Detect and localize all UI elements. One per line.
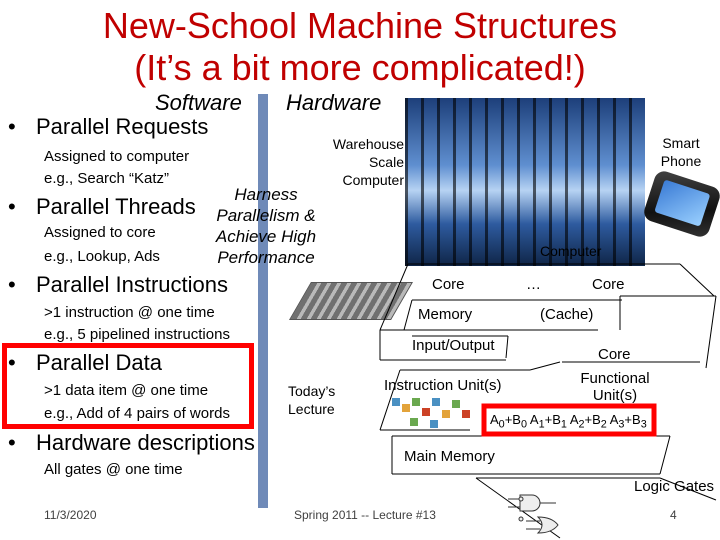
bullet-dot: • bbox=[8, 350, 16, 375]
todays-lecture-line: Lecture bbox=[288, 401, 335, 417]
warehouse-line: Computer bbox=[342, 172, 404, 188]
input-output-label: Input/Output bbox=[412, 337, 495, 354]
bullet-text: Parallel Instructions bbox=[36, 272, 228, 297]
computer-outline bbox=[679, 263, 715, 297]
bullet-sub: >1 data item @ one time bbox=[44, 382, 209, 399]
bullet-parallel-instructions: • Parallel Instructions bbox=[8, 272, 228, 298]
logic-gates-label: Logic Gates bbox=[634, 478, 715, 495]
harness-line: Achieve High bbox=[215, 227, 317, 246]
instruction-blocks bbox=[392, 398, 470, 428]
bullet-sub: e.g., Lookup, Ads bbox=[44, 248, 160, 265]
bullet-parallel-requests: • Parallel Requests bbox=[8, 114, 208, 140]
cache-label: (Cache) bbox=[540, 306, 594, 323]
bullet-text: Parallel Requests bbox=[36, 114, 209, 139]
harness-line: Harness bbox=[234, 185, 298, 204]
footer-date: 11/3/2020 bbox=[44, 508, 97, 522]
op-a2: A2+B2 bbox=[569, 412, 607, 431]
bullet-sub: Assigned to computer bbox=[44, 148, 190, 165]
footer-course: Spring 2011 -- Lecture #13 bbox=[294, 508, 436, 522]
bullet-parallel-threads: • Parallel Threads bbox=[8, 194, 196, 220]
computer-outline bbox=[379, 263, 409, 331]
slide-title-line2: (It’s a bit more complicated!) bbox=[134, 47, 586, 88]
smart-phone-label: Smart Phone bbox=[646, 134, 716, 170]
bullet-sub: e.g., Add of 4 pairs of words bbox=[44, 405, 230, 422]
highlight-box-parallel-data bbox=[2, 343, 254, 429]
functional-unit-label: Functional Unit(s) bbox=[570, 370, 660, 404]
smart-phone-line: Phone bbox=[660, 153, 702, 169]
bullet-text: Parallel Data bbox=[36, 350, 162, 375]
bullet-dot: • bbox=[8, 194, 16, 219]
todays-lecture-line: Today’s bbox=[288, 383, 336, 399]
core-label: Core bbox=[598, 346, 631, 363]
hardware-label: Hardware bbox=[286, 90, 382, 115]
memory-label: Memory bbox=[418, 306, 473, 323]
warehouse-scale-computer-label: Warehouse Scale Computer bbox=[318, 135, 404, 189]
op-a0: A0+B0 bbox=[490, 412, 527, 431]
ellipsis-label: … bbox=[526, 276, 541, 293]
bullet-hardware-descriptions: • Hardware descriptions bbox=[8, 430, 255, 456]
bullet-sub: >1 instruction @ one time bbox=[44, 304, 215, 321]
bullet-dot: • bbox=[8, 114, 16, 139]
footer-page-number: 4 bbox=[670, 508, 677, 522]
instruction-outline bbox=[379, 369, 401, 431]
instruction-unit-label: Instruction Unit(s) bbox=[384, 377, 502, 394]
bullet-dot: • bbox=[8, 430, 16, 455]
computer-parallelogram bbox=[440, 262, 668, 296]
instruction-outline bbox=[529, 361, 561, 371]
op-a3: A3+B3 bbox=[609, 412, 647, 431]
highlight-box-functional-units bbox=[481, 403, 657, 437]
bullet-sub: e.g., Search “Katz” bbox=[44, 170, 170, 187]
computer-label: Computer bbox=[540, 243, 602, 259]
op-a1: A1+B1 bbox=[529, 412, 567, 431]
functional-unit-line: Unit(s) bbox=[592, 387, 638, 404]
harness-parallelism-text: Harness Parallelism & Achieve High Perfo… bbox=[210, 184, 322, 268]
functional-unit-line: Functional bbox=[580, 370, 650, 387]
bullet-sub: All gates @ one time bbox=[44, 461, 183, 478]
core-left-label: Core bbox=[432, 276, 465, 293]
warehouse-datacenter-image bbox=[405, 98, 645, 266]
harness-line: Parallelism & bbox=[216, 206, 316, 225]
io-row-line bbox=[505, 335, 509, 359]
bullet-sub: e.g., 5 pipelined instructions bbox=[44, 326, 230, 343]
bullet-text: Parallel Threads bbox=[36, 194, 196, 219]
harness-line: Performance bbox=[217, 248, 315, 267]
warehouse-line: Warehouse bbox=[332, 136, 404, 152]
warehouse-line: Scale bbox=[368, 154, 404, 170]
bullet-dot: • bbox=[8, 272, 16, 297]
todays-lecture-label: Today’s Lecture bbox=[288, 382, 335, 418]
functional-ops: A0+B0 A1+B1 A2+B2 A3+B3 bbox=[490, 412, 647, 431]
bullet-text: Hardware descriptions bbox=[36, 430, 255, 455]
memory-row-line bbox=[403, 299, 413, 331]
software-label: Software bbox=[155, 90, 242, 115]
logic-gate-icons bbox=[508, 494, 559, 534]
main-memory-outline bbox=[659, 435, 671, 475]
software-hardware-divider bbox=[258, 94, 268, 508]
main-memory-label: Main Memory bbox=[404, 448, 495, 465]
core-outline bbox=[705, 295, 717, 369]
smart-phone-line: Smart bbox=[662, 135, 700, 151]
core-right-label: Core bbox=[592, 276, 625, 293]
logic-gates-outline bbox=[659, 477, 717, 501]
slide-title-line1: New-School Machine Structures bbox=[102, 5, 618, 46]
bullet-sub: Assigned to core bbox=[44, 224, 156, 241]
bullet-parallel-data: • Parallel Data bbox=[8, 350, 162, 376]
